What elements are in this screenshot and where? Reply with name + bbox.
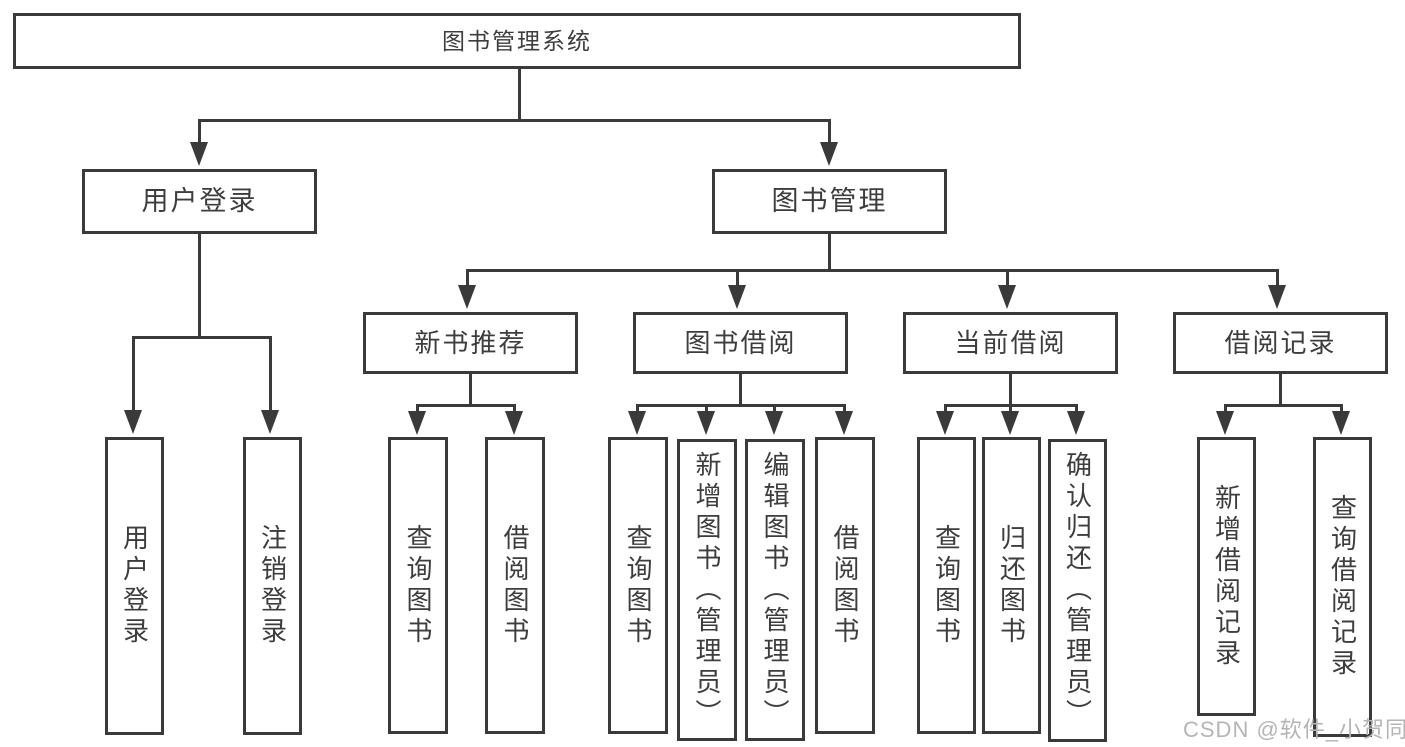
connector-line [466,272,469,287]
node-box-library-management-system: 图书管理系统 [13,13,1021,69]
node-label: 新书推荐 [414,328,527,358]
connector-line [843,407,846,414]
arrowhead [124,410,142,434]
connector-line [739,374,742,406]
arrowhead [697,411,715,435]
node-label: 借阅图书 [830,523,860,648]
node-label: 当前借阅 [954,328,1067,358]
connector-line [132,339,135,413]
node-label: 借阅记录 [1224,328,1337,358]
connector-line [132,336,272,339]
arrowhead [628,411,646,435]
node-label: 注销登录 [257,524,288,648]
arrowhead [728,285,746,309]
node-box-leaf-borrow-books-1: 借阅图书 [485,437,545,734]
connector-line [736,272,739,287]
arrowhead [998,285,1016,309]
arrowhead [458,285,476,309]
node-label: 图书借阅 [684,328,797,358]
node-label: 确认归还（管理员） [1062,451,1093,730]
connector-line [944,407,947,414]
connector-line [636,407,639,414]
node-box-leaf-return-books: 归还图书 [982,437,1041,734]
connector-line [1009,407,1012,414]
node-label: 新增借阅记录 [1211,483,1242,670]
node-box-leaf-logout: 注销登录 [243,437,302,735]
connector-line [198,233,201,339]
node-label: 图书管理系统 [442,27,592,54]
arrowhead [936,411,954,435]
node-label: 用户登录 [119,524,150,648]
node-label: 新增图书（管理员） [692,450,722,730]
connector-line [198,122,201,144]
connector-line [705,407,708,414]
connector-line [416,407,419,414]
connector-line [1075,407,1078,414]
node-box-leaf-query-borrow-record: 查询借阅记录 [1313,437,1372,737]
arrowhead [261,410,279,434]
node-label: 用户登录 [141,186,258,216]
node-box-current-borrowing: 当前借阅 [903,312,1118,374]
connector-line [416,404,516,407]
arrowhead [1001,411,1019,435]
node-box-leaf-add-borrow-record: 新增借阅记录 [1197,437,1256,716]
arrowhead [820,142,838,166]
node-label: 借阅图书 [500,523,530,648]
node-label: 图书管理 [771,186,888,216]
node-label: 查询图书 [623,523,653,648]
node-label: 归还图书 [996,523,1027,648]
arrowhead [835,411,853,435]
arrowhead [1216,411,1234,435]
node-box-leaf-query-books-3: 查询图书 [917,437,976,734]
connector-line [1009,374,1012,406]
node-box-borrowing-records: 借阅记录 [1173,312,1388,374]
connector-line [1279,374,1282,406]
connector-line [1276,272,1279,287]
node-box-leaf-add-books-admin: 新增图书（管理员） [677,439,737,741]
connector-line [773,407,776,414]
watermark: CSDN @软件_小贺同学 [1183,717,1405,742]
node-box-leaf-user-login: 用户登录 [105,437,164,735]
connector-line [469,374,472,406]
node-label: 查询图书 [931,523,962,648]
arrowhead [765,411,783,435]
node-box-leaf-confirm-return-admin: 确认归还（管理员） [1048,439,1107,742]
node-box-new-book-recommendation: 新书推荐 [363,312,578,374]
node-box-user-login: 用户登录 [82,169,317,234]
node-box-leaf-edit-books-admin: 编辑图书（管理员） [745,439,805,741]
connector-line [636,404,846,407]
connector-line [466,269,1279,272]
connector-line [828,233,831,271]
node-box-book-management: 图书管理 [712,169,947,234]
connector-line [513,407,516,414]
connector-line [1224,404,1343,407]
connector-line [828,122,831,144]
connector-line [1224,407,1227,414]
connector-line [1340,407,1343,414]
arrowhead [1268,285,1286,309]
node-label: 查询借阅记录 [1327,494,1358,680]
arrowhead [1067,411,1085,435]
node-box-leaf-borrow-books-2: 借阅图书 [815,437,875,734]
connector-line [198,119,831,122]
arrowhead [190,142,208,166]
connector-line [944,404,1078,407]
arrowhead [1332,411,1350,435]
connector-line [518,66,521,122]
node-label: 编辑图书（管理员） [760,450,790,730]
connector-line [1006,272,1009,287]
arrowhead [505,411,523,435]
node-label: 查询图书 [403,523,433,648]
node-box-leaf-query-books-2: 查询图书 [608,437,668,734]
connector-line [269,339,272,413]
node-box-book-borrowing: 图书借阅 [633,312,848,374]
node-box-leaf-query-books-1: 查询图书 [388,437,448,734]
arrowhead [408,411,426,435]
